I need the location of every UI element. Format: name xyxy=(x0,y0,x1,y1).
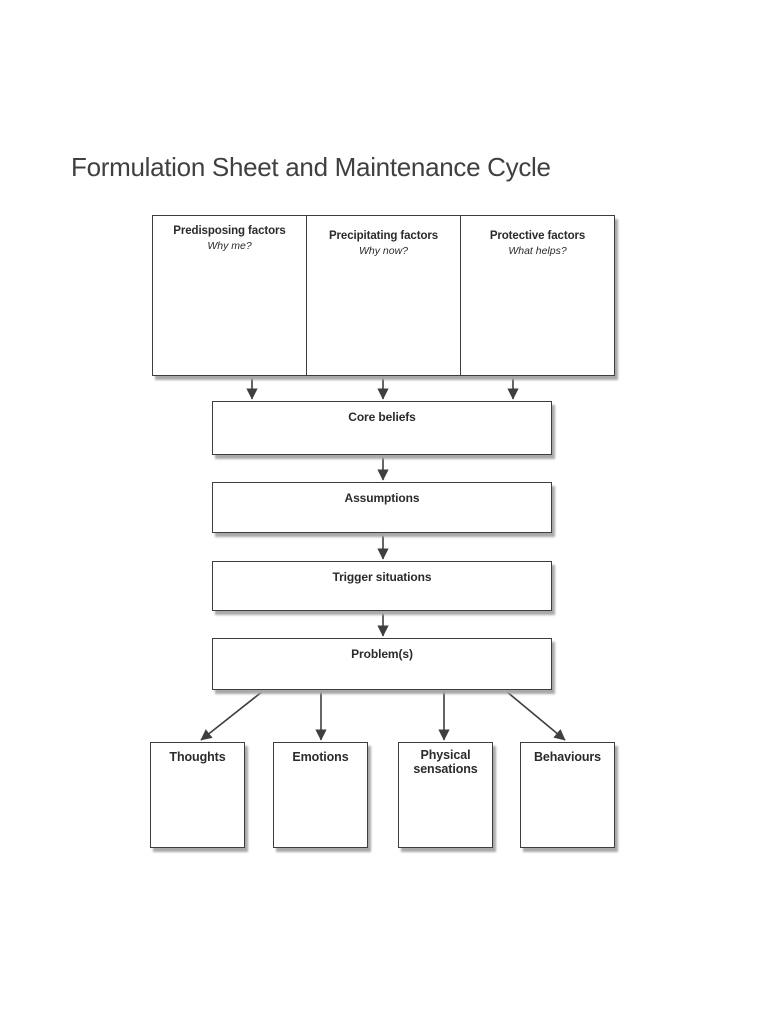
assumptions-label: Assumptions xyxy=(344,491,420,505)
predisposing-factors-subtitle: Why me? xyxy=(207,240,252,252)
page-title: Formulation Sheet and Maintenance Cycle xyxy=(71,152,551,182)
protective-factors-subtitle: What helps? xyxy=(508,245,567,257)
thoughts-label: Thoughts xyxy=(169,750,226,764)
emotions-box: Emotions xyxy=(273,742,368,848)
problems-box: Problem(s) xyxy=(212,638,552,690)
precipitating-factors-subtitle: Why now? xyxy=(358,245,409,257)
arrow-problems-to-behaviours xyxy=(505,690,566,741)
thoughts-box: Thoughts xyxy=(150,742,245,848)
arrow-problems-to-thoughts xyxy=(200,690,264,741)
physical-sensations-box: Physical sensations xyxy=(398,742,493,848)
protective-factors-box: Protective factors What helps? xyxy=(461,216,614,375)
precipitating-factors-label: Precipitating factors xyxy=(328,230,439,242)
behaviours-box: Behaviours xyxy=(520,742,615,848)
assumptions-box: Assumptions xyxy=(212,482,552,533)
protective-factors-label: Protective factors xyxy=(489,230,586,242)
predisposing-factors-box: Predisposing factors Why me? xyxy=(153,216,306,375)
factors-row-box: Predisposing factors Why me? Precipitati… xyxy=(152,215,615,376)
trigger-situations-label: Trigger situations xyxy=(332,570,432,584)
behaviours-label: Behaviours xyxy=(533,750,602,764)
problems-label: Problem(s) xyxy=(351,647,413,661)
emotions-label: Emotions xyxy=(292,750,349,764)
core-beliefs-box: Core beliefs xyxy=(212,401,552,455)
core-beliefs-label: Core beliefs xyxy=(348,410,416,424)
predisposing-factors-label: Predisposing factors xyxy=(173,225,286,237)
trigger-situations-box: Trigger situations xyxy=(212,561,552,611)
physical-sensations-label: Physical sensations xyxy=(413,748,478,776)
precipitating-factors-box: Precipitating factors Why now? xyxy=(306,216,461,375)
